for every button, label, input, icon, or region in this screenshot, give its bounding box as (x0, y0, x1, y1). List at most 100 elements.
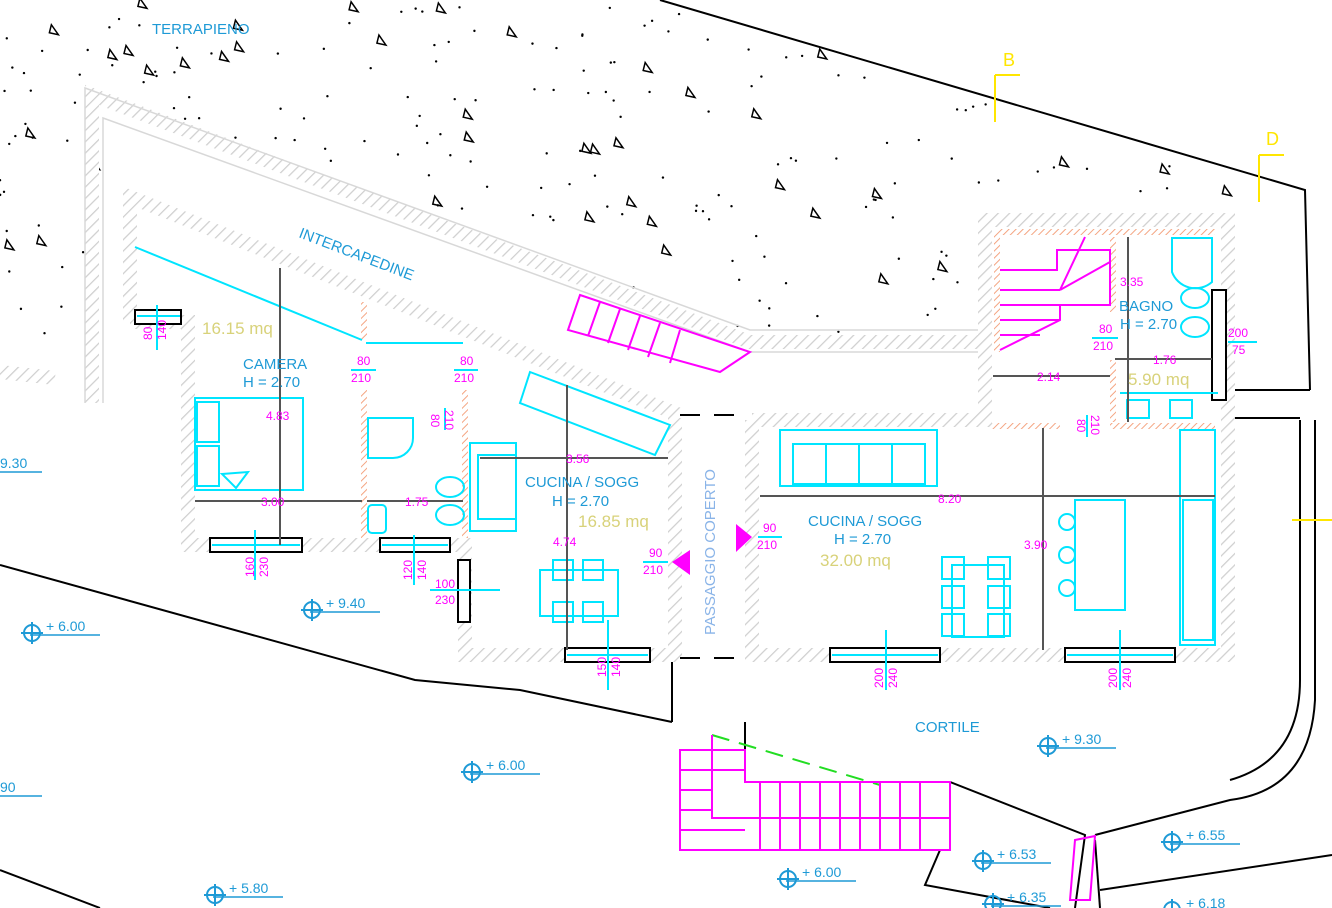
terrain-dot (40, 49, 44, 53)
dim-text: 3.35 (1120, 275, 1144, 289)
terrain-dot (593, 174, 597, 177)
terrain-triangle (137, 0, 149, 10)
dimension-texts: 4.83 3.00 1.75 3.56 4.74 8.20 3.90 3.35 … (261, 275, 1177, 552)
elevation-marker: 90 (0, 779, 42, 797)
terrain-dot (427, 174, 431, 177)
terrain-dot (971, 105, 975, 108)
terrain-dot (369, 66, 372, 70)
elevation-text: + 9.30 (1062, 731, 1102, 747)
opening-width: 100 (435, 577, 455, 591)
terrain-dot (606, 205, 609, 208)
stairs (566, 236, 1111, 901)
terrain-dot (897, 257, 901, 260)
terrain-dot (14, 134, 17, 138)
terrain-dot (469, 160, 472, 163)
entrance-arrow-left (672, 550, 690, 575)
terrain-dot (785, 56, 788, 59)
terrain-triangle (143, 63, 156, 77)
terrain-triangle (218, 49, 231, 63)
terrain-dot (956, 281, 959, 284)
terrain-dot (984, 103, 987, 106)
terrain-dot (396, 153, 400, 156)
terrain-dot (755, 234, 758, 238)
elevation-marker: + 5.80 (204, 880, 283, 906)
terrain-dot (677, 12, 681, 16)
opening-height: 210 (454, 371, 474, 385)
elevation-text: + 6.55 (1186, 827, 1226, 843)
opening-height: 210 (757, 538, 777, 552)
island (1074, 499, 1126, 611)
terrain-dot (539, 186, 543, 190)
terrain-dot (108, 26, 111, 29)
dimension-lines (195, 237, 1215, 650)
terrain-dot (609, 61, 613, 64)
cucina1-area: 16.85 mq (578, 512, 649, 531)
terrain-dot (348, 21, 351, 25)
terrapieno-label: TERRAPIENO (152, 21, 250, 38)
terrain-dot (621, 213, 624, 216)
terrain-dot (612, 99, 615, 102)
terrain-dot (997, 179, 1000, 182)
terrain-dot (767, 324, 771, 327)
terrain-dot (552, 88, 555, 92)
elevation-text: + 6.35 (1007, 889, 1047, 905)
terrain-dot (5, 229, 8, 233)
terrain-dot (760, 75, 763, 78)
opening-width: 90 (649, 546, 663, 560)
terrain-triangle (462, 107, 474, 121)
terrain-dot (187, 96, 191, 99)
terrain-dot (323, 147, 327, 151)
terrain-dot (439, 133, 442, 136)
terrain-dot (426, 141, 429, 145)
terrain-triangle (376, 33, 388, 47)
table-2 (951, 564, 1005, 638)
terrain-triangle (1159, 162, 1171, 176)
opening-height: 230 (435, 593, 455, 607)
elevation-marker: + 6.18 (1163, 895, 1226, 908)
elevation-marker: + 6.55 (1161, 827, 1240, 853)
terrain-dot (322, 47, 326, 51)
terrain-dot (784, 282, 788, 285)
opening-width: 150 (595, 657, 609, 677)
terrain-dot (568, 182, 571, 186)
terrain-dot (197, 117, 201, 120)
terrain-dot (61, 265, 64, 269)
terrain-dot (667, 30, 670, 33)
terrain-dot (694, 209, 698, 213)
opening-markers (156, 305, 1257, 690)
terrain-triangle (877, 272, 890, 285)
terrain-dot (945, 254, 948, 257)
terrain-dot (449, 154, 452, 157)
terrain-dot (1165, 187, 1169, 190)
terrain-dot (453, 97, 456, 101)
terrain-dot (329, 159, 333, 163)
terrain-dot (447, 40, 450, 44)
terrain-dot (414, 7, 417, 10)
terrain-triangle (936, 259, 949, 273)
terrain-dot (1085, 167, 1089, 171)
dim-text: 3.90 (1024, 538, 1048, 552)
bagno-height: H = 2.70 (1120, 316, 1177, 333)
terrain-dot (552, 218, 555, 222)
terrain-dot (864, 205, 868, 209)
terrain-dot (885, 141, 889, 145)
terrain-triangle (348, 0, 360, 13)
terrain-triangle (179, 56, 192, 69)
terrain-dot (73, 101, 77, 104)
elevation-marker: + 6.53 (972, 846, 1051, 872)
terrain-dot (533, 88, 536, 91)
opening-width: 200 (872, 668, 886, 688)
opening-width: 200 (1106, 668, 1120, 688)
opening-width: 90 (763, 521, 777, 535)
terrain-dot (608, 6, 612, 10)
terrain-dot (835, 157, 838, 160)
cucina1-name: CUCINA / SOGG (525, 474, 639, 491)
dim-text: 1.76 (1153, 353, 1177, 367)
terrain-dot (434, 60, 438, 63)
elevation-marker: + 6.00 (461, 757, 540, 783)
camera-name: CAMERA (243, 356, 307, 373)
terrain-dot (695, 204, 698, 207)
elevation-text: + 6.00 (486, 757, 526, 773)
terrain-dot (78, 73, 81, 76)
terrain-triangle (463, 130, 475, 144)
